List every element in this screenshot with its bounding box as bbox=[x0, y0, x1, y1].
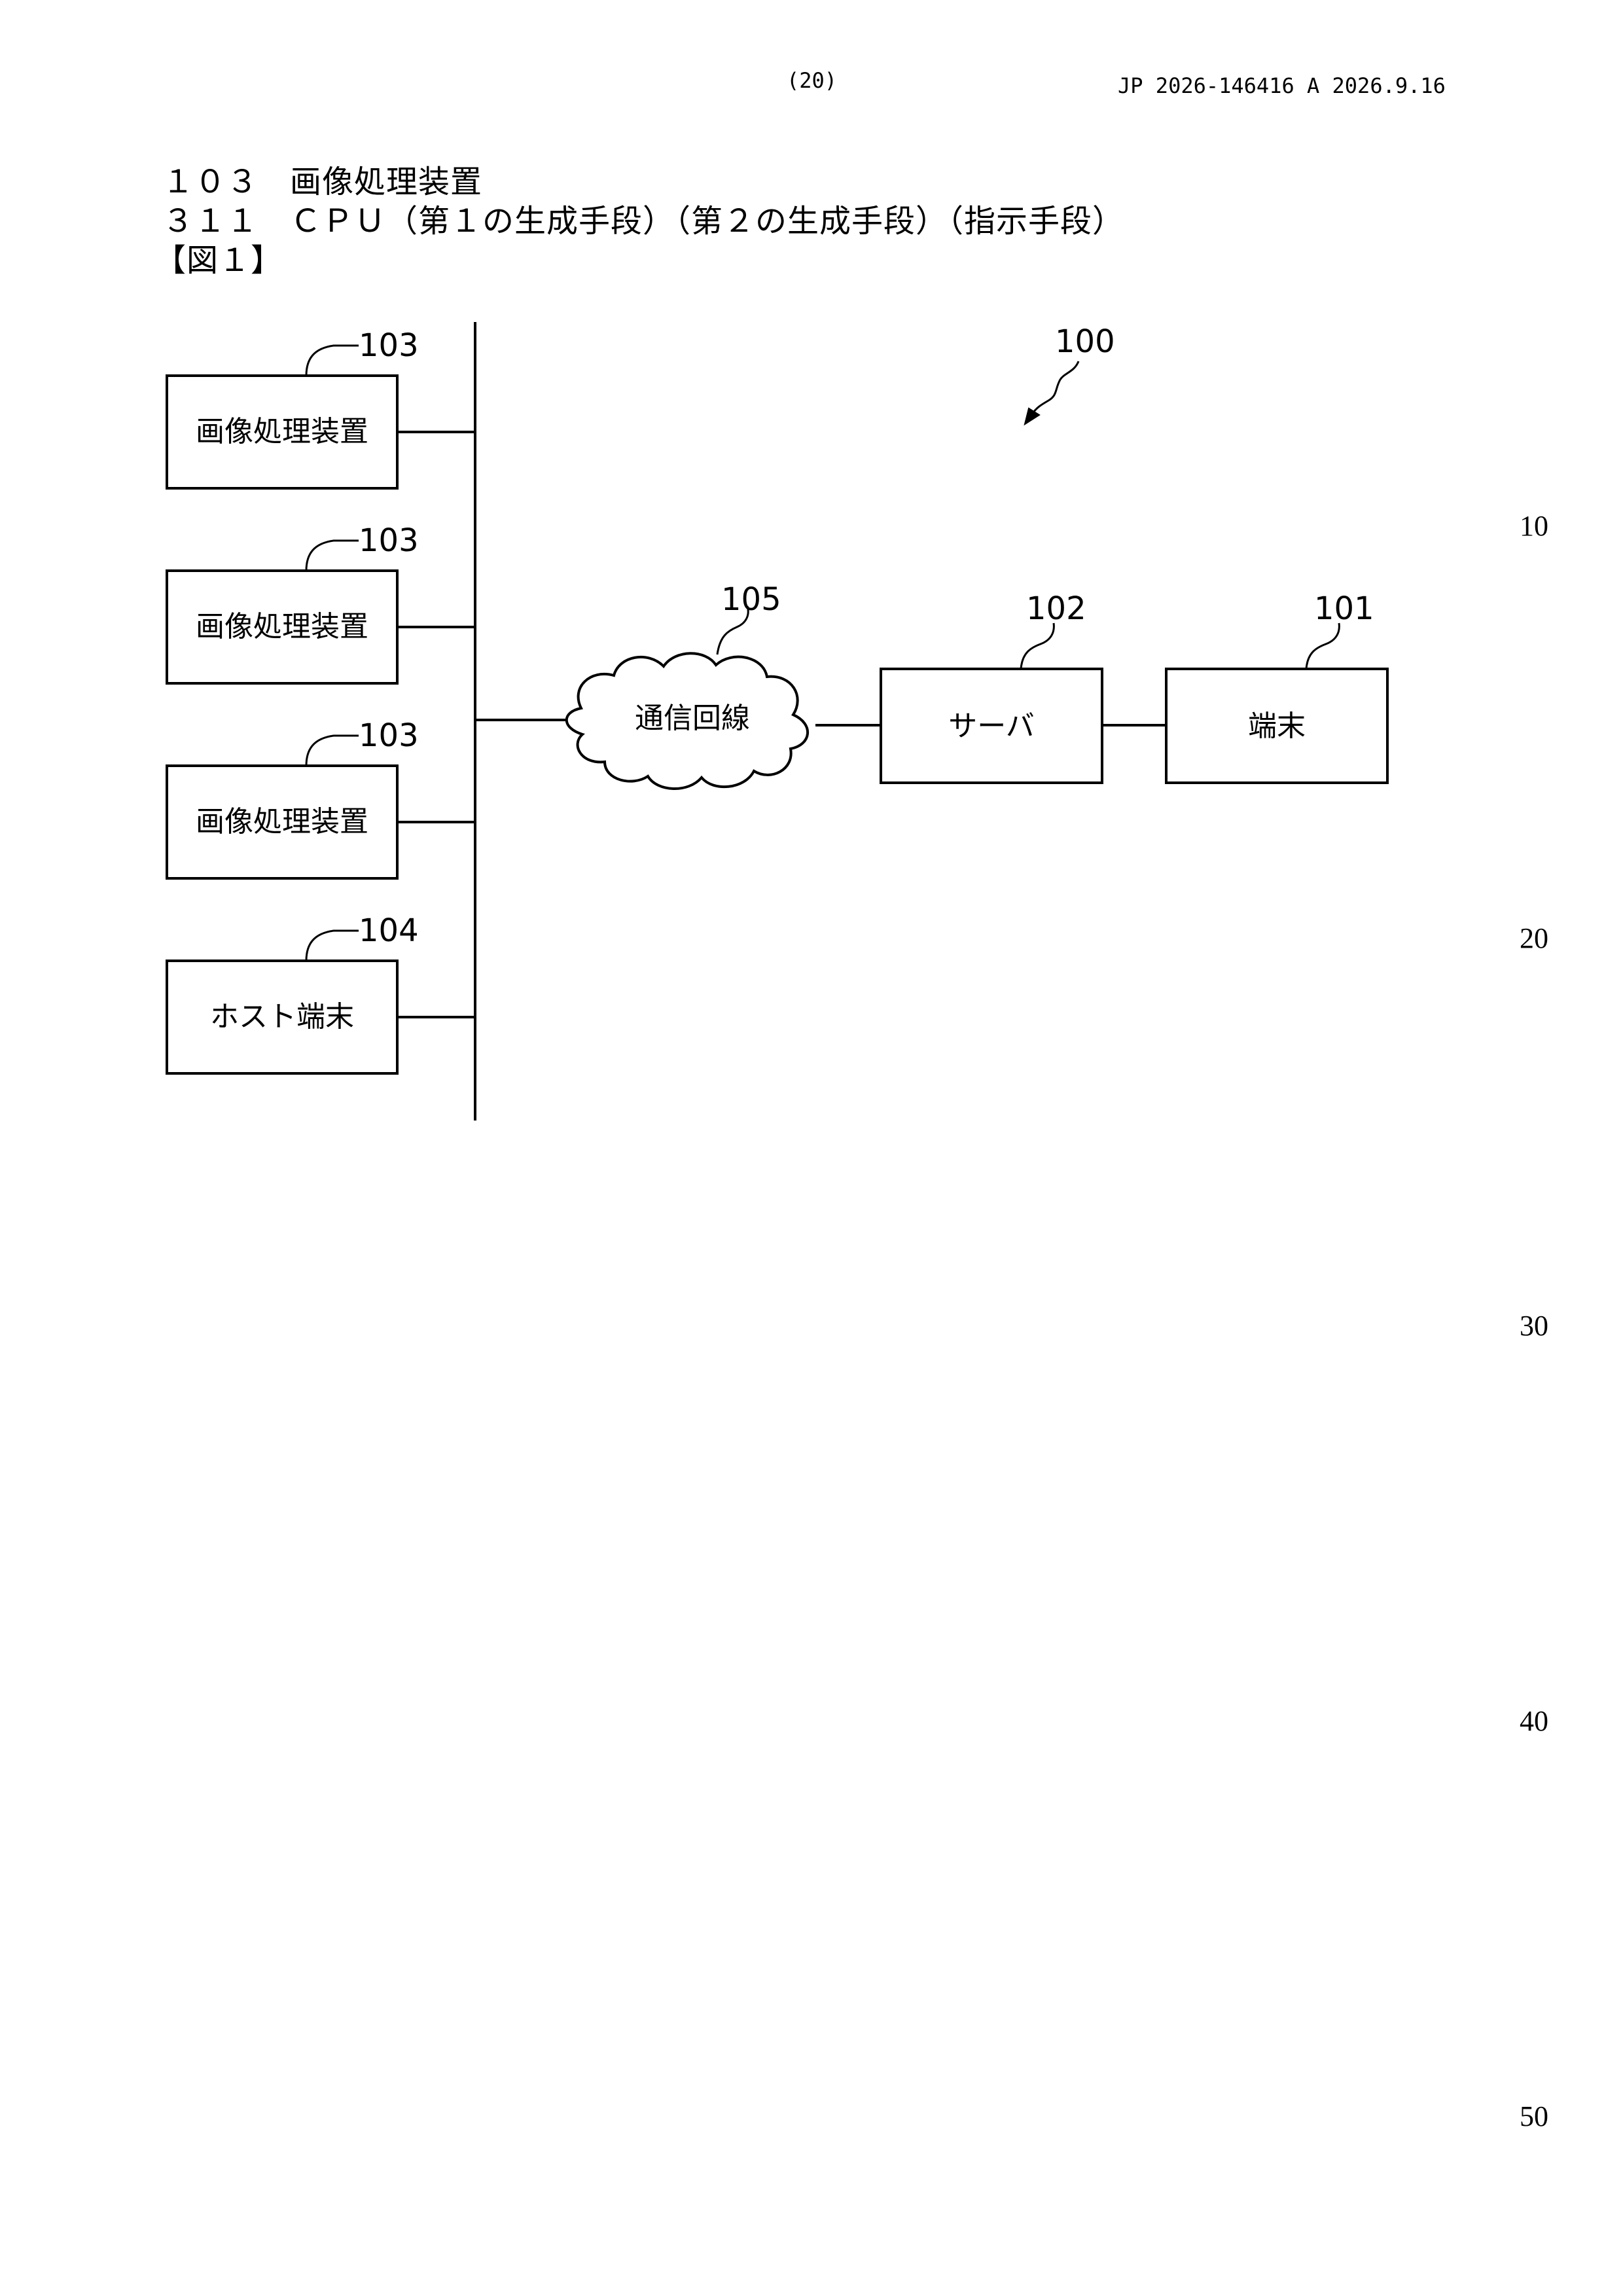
server-label: サーバ bbox=[948, 709, 1035, 743]
device-ref: 103 bbox=[359, 522, 419, 559]
leader-line bbox=[306, 541, 359, 571]
device-label: 画像処理装置 bbox=[196, 805, 368, 838]
margin-line-number: 40 bbox=[1520, 1704, 1548, 1738]
device-image-processing-1: 画像処理装置 103 bbox=[167, 327, 475, 488]
server-ref: 102 bbox=[1026, 590, 1086, 627]
margin-line-number: 10 bbox=[1520, 509, 1548, 543]
leader-line bbox=[1021, 623, 1054, 669]
device-label: 画像処理装置 bbox=[196, 415, 368, 448]
device-image-processing-3: 画像処理装置 103 bbox=[167, 717, 475, 878]
device-ref: 103 bbox=[359, 327, 419, 364]
device-host-terminal: ホスト端末 104 bbox=[167, 912, 475, 1073]
device-ref: 103 bbox=[359, 717, 419, 754]
leader-line bbox=[306, 931, 359, 961]
leader-line bbox=[1306, 623, 1339, 669]
leader-line bbox=[306, 736, 359, 766]
system-ref-leader bbox=[1031, 361, 1079, 415]
terminal-ref: 101 bbox=[1314, 590, 1374, 627]
system-reference: 100 bbox=[1025, 323, 1115, 424]
server-node: サーバ 102 bbox=[881, 590, 1102, 783]
terminal-label: 端末 bbox=[1248, 709, 1306, 743]
margin-line-number: 20 bbox=[1520, 922, 1548, 955]
margin-line-number: 50 bbox=[1520, 2100, 1548, 2133]
terminal-node: 端末 101 bbox=[1166, 590, 1387, 783]
network-label: 通信回線 bbox=[635, 702, 750, 735]
network-cloud: 通信回線 105 bbox=[567, 581, 808, 789]
device-image-processing-2: 画像処理装置 103 bbox=[167, 522, 475, 683]
device-label: 画像処理装置 bbox=[196, 610, 368, 643]
device-ref: 104 bbox=[359, 912, 419, 949]
network-ref: 105 bbox=[721, 581, 781, 618]
leader-line bbox=[306, 346, 359, 376]
arrow-head-icon bbox=[1025, 408, 1039, 424]
system-ref: 100 bbox=[1055, 323, 1115, 360]
margin-line-number: 30 bbox=[1520, 1309, 1548, 1342]
device-label: ホスト端末 bbox=[210, 1000, 354, 1033]
